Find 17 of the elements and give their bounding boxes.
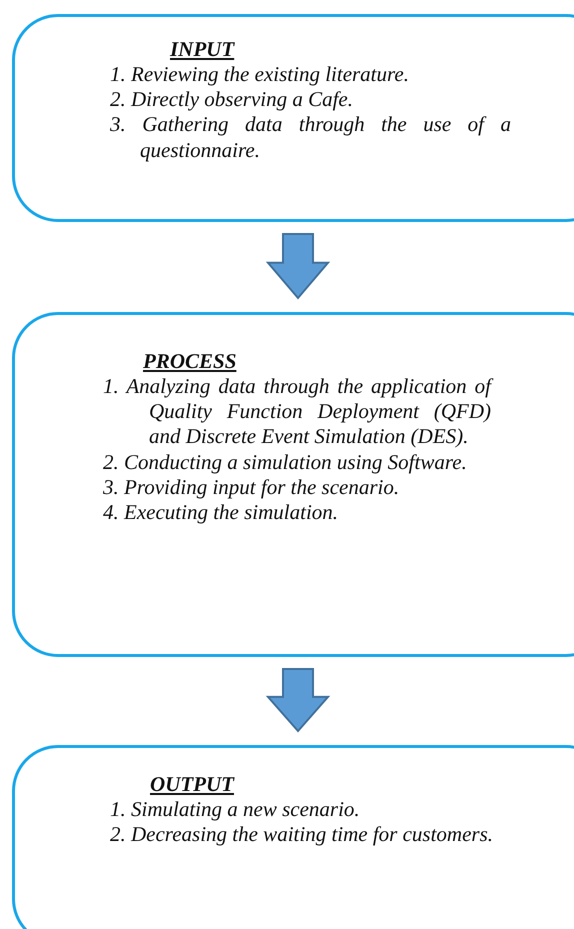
list-item: 2. Decreasing the waiting time for customers. [110, 822, 494, 848]
list-item: 3. Providing input for the scenario. [103, 474, 400, 500]
list-item: 3. Gathering data through the use of a questionnaire. [110, 112, 511, 163]
block-arrow [266, 233, 330, 300]
list-item: 2. Conducting a simulation using Software. [103, 450, 468, 475]
heading: PROCESS [143, 349, 236, 374]
heading: OUTPUT [150, 772, 234, 797]
list-item: 1. Reviewing the existing literature. [110, 62, 410, 88]
process-box [12, 312, 574, 657]
list-item: 1. Analyzing data through the application of Quality Function Deployment (QFD) and Discrete Event Simulation (DES). [103, 374, 491, 450]
list-item: 2. Directly observing a Cafe. [110, 87, 354, 112]
list-item: 4. Executing the simulation. [103, 500, 340, 526]
block-arrow [266, 668, 330, 733]
process-box [12, 14, 574, 222]
process-box [12, 745, 574, 929]
heading: INPUT [170, 37, 234, 62]
list-item: 1. Simulating a new scenario. [110, 797, 361, 822]
